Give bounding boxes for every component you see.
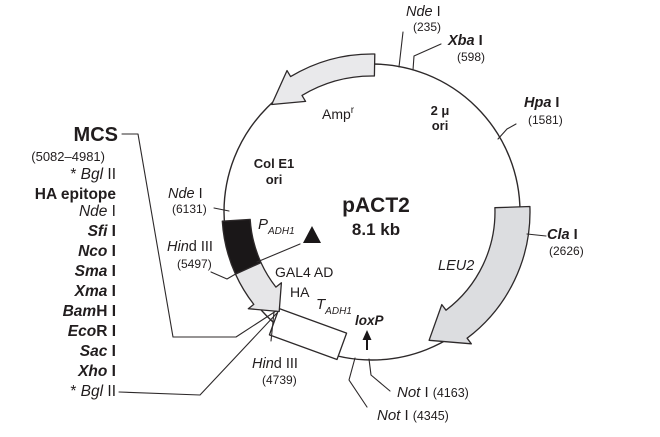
site-not4345: Not I(4345) [377,407,449,424]
two-micron-label-line1: 2 μ [431,103,450,118]
two-micron-label-line2: ori [432,118,449,133]
leader-xba598 [412,43,442,71]
leader-nde235 [398,31,404,68]
leu2-arrow [428,205,531,345]
mcs-range: (5082–4981) [31,149,105,164]
leader-mcs [121,133,277,338]
leader-hind5497 [210,271,240,280]
site-hind4739-pos: (4739) [262,373,297,387]
amp-arrow [271,53,376,106]
p-adh1-label: PADH1 [258,216,295,237]
leader-hind4739 [270,311,275,342]
ha-label: HA [290,284,310,300]
mcs-item-sfi: Sfi I [88,223,116,240]
mcs-item-bgl2-top: * Bgl II [70,166,116,183]
leu2-label: LEU2 [438,258,474,274]
site-nde235-pos: (235) [413,20,441,34]
mcs-item-sma: Sma I [75,263,116,280]
col-e1-label-line1: Col E1 [254,156,294,171]
amp-label: Ampr [322,105,355,122]
site-hind5497-pos: (5497) [177,257,212,271]
site-xba598-pos: (598) [457,50,485,64]
site-nde6131: Nde I [168,186,203,202]
mcs-item-bamh: BamH I [63,303,116,320]
mcs-item-ecor: EcoR I [68,323,116,340]
leader-cla2626 [526,233,547,237]
plasmid-size: 8.1 kb [352,220,400,239]
site-nde6131-pos: (6131) [172,202,207,216]
site-not4163: Not I(4163) [397,384,469,401]
leader-bgl2-bottom [118,312,278,396]
mcs-item-xma: Xma I [74,283,116,300]
mcs-item-sac: Sac I [80,343,116,360]
site-hpa1581-pos: (1581) [528,113,563,127]
site-xba598: Xba I [447,33,483,49]
site-cla2626: Cla I [547,227,578,243]
gal4-ad-arrow [234,261,283,313]
gal4-ad-label: GAL4 AD [275,264,333,280]
adh1-triangle-icon [303,226,321,243]
leader-not4163 [368,358,391,392]
mcs-item-bgl2-bottom: * Bgl II [70,383,116,400]
mcs-item-ha-epitope: HA epitope [35,186,117,203]
plasmid-name: pACT2 [342,194,410,217]
site-hpa1581: Hpa I [524,95,559,111]
leader-nde6131 [213,207,230,212]
mcs-item-nde: Nde I [79,203,116,220]
site-hind4739: Hind III [252,356,298,372]
t-adh1-label: TADH1 [316,296,352,317]
col-e1-label-line2: ori [266,172,283,187]
loxp-arrow-icon [362,330,372,350]
site-cla2626-pos: (2626) [549,244,584,258]
loxp-label: loxP [355,313,385,328]
leader-padh1-triangle [256,243,301,263]
leader-not4345 [348,357,368,408]
mcs-item-nco: Nco I [78,243,116,260]
site-nde235: Nde I [406,4,441,20]
mcs-header: MCS [74,124,118,146]
mcs-item-xho: Xho I [77,363,116,380]
site-hind5497: Hind III [167,239,213,255]
leader-hpa1581 [497,123,517,140]
